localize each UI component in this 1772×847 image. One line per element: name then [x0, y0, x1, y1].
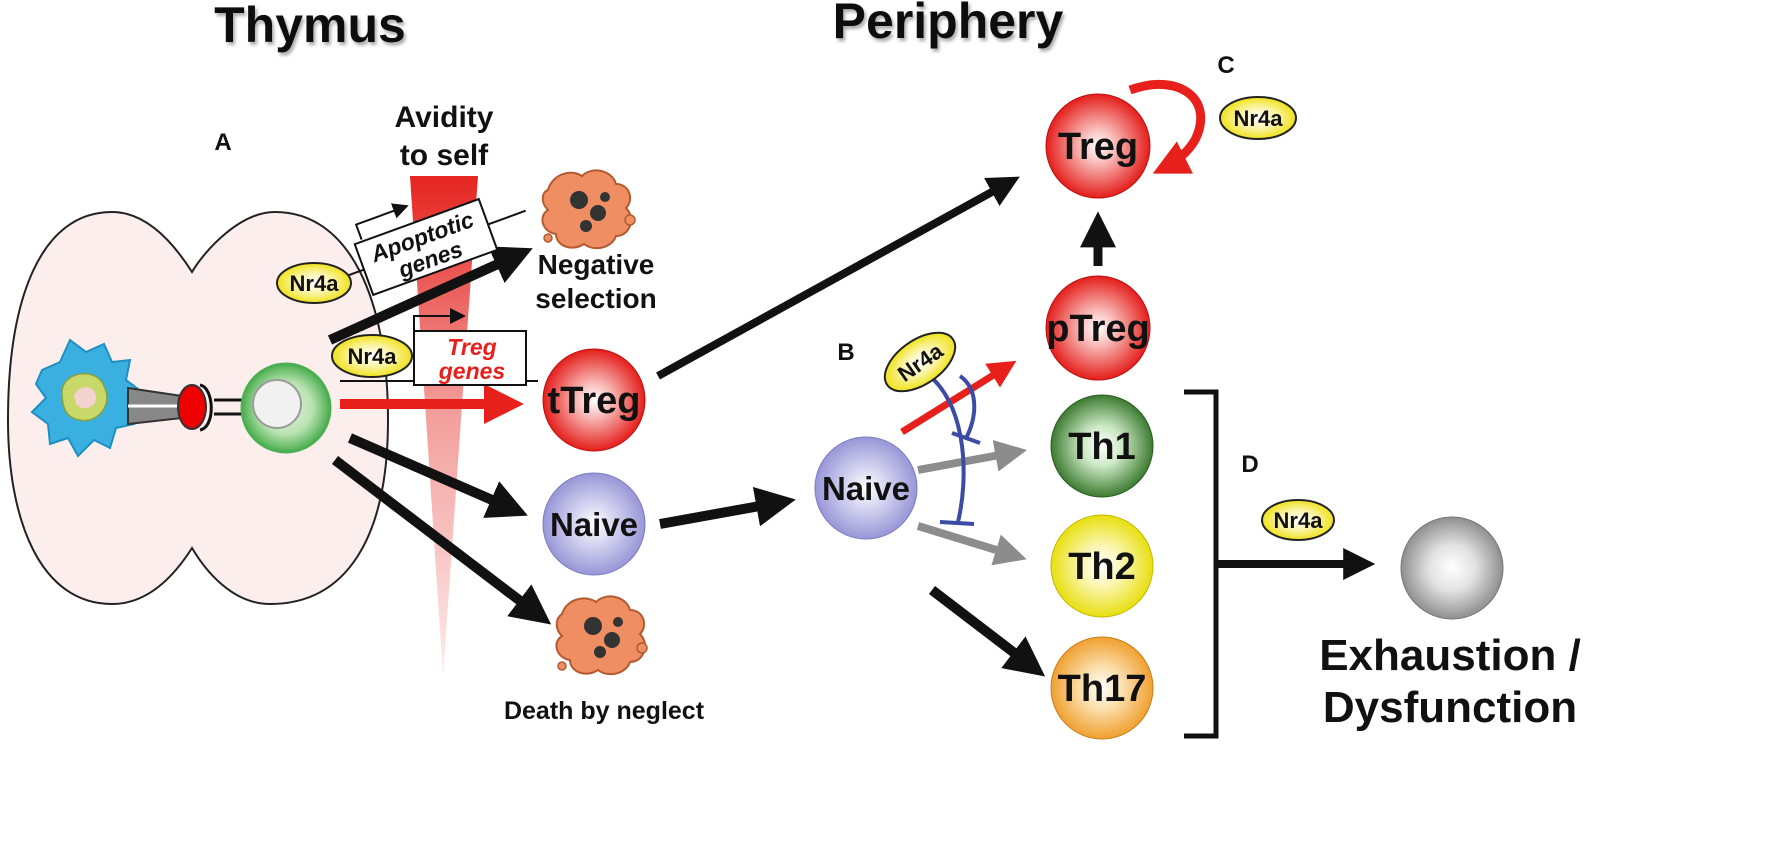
treg-genes-line1: Treg: [447, 334, 496, 360]
th2-cell: [1050, 514, 1154, 618]
arrow-to-negative-selection: [327, 246, 533, 345]
treg-self-renewal-arrow: [1128, 80, 1206, 174]
nr4a-label-treg: Nr4a: [1234, 106, 1284, 131]
nr4a-badge-naive: Nr4a: [883, 331, 957, 393]
arrow-naive-to-th1: [917, 440, 1028, 474]
arrow-naive-to-th17: [928, 586, 1046, 677]
thymus-heading: Thymus: [214, 0, 406, 53]
thymocyte-cell: [240, 362, 332, 454]
panel-letter-c: C: [1217, 52, 1234, 79]
th1-cell: [1050, 394, 1154, 498]
avidity-label-line2: to self: [400, 139, 489, 172]
periphery-heading: Periphery: [833, 0, 1064, 49]
nr4a-label-apoptotic: Nr4a: [290, 271, 340, 296]
apoptotic-cell-icon-negative: [541, 169, 636, 250]
negative-selection-line2: selection: [535, 283, 656, 314]
arrow-to-death-by-neglect: [331, 456, 552, 625]
arrow-to-naive-thymus: [348, 433, 528, 518]
exhausted-cell: [1400, 516, 1504, 620]
nr4a-badge-apoptotic: Nr4a: [276, 262, 352, 304]
death-by-neglect-label: Death by neglect: [504, 697, 705, 725]
exhaustion-line1: Exhaustion /: [1319, 631, 1581, 680]
mhc-tcr-contact: [127, 383, 242, 432]
nr4a-badge-treg-genes: Nr4a: [331, 334, 413, 378]
panel-letter-d: D: [1241, 451, 1258, 478]
nr4a-badge-exhaustion: Nr4a: [1261, 499, 1335, 541]
naive-cell-periphery: [814, 436, 918, 540]
th17-label: Th17: [1058, 668, 1147, 710]
treg-genes-box: Treg genes: [340, 308, 538, 386]
apoptotic-genes-box: Apoptotic genes: [344, 197, 526, 297]
ptreg-cell: [1045, 275, 1151, 381]
arrow-ttreg-to-treg: [656, 176, 1020, 380]
negative-selection-line1: Negative: [538, 249, 655, 280]
nr4a-inhibition-th1: [951, 374, 981, 445]
avidity-label-line1: Avidity: [395, 101, 494, 134]
ttreg-cell: [542, 348, 646, 452]
arrow-naive-to-ptreg: [900, 360, 1017, 435]
treg-label: Treg: [1058, 126, 1138, 168]
th2-label: Th2: [1068, 546, 1136, 588]
nr4a-inhibition-th2: [928, 374, 975, 526]
nr4a-label-exhaustion: Nr4a: [1274, 508, 1324, 533]
panel-letter-a: A: [214, 129, 231, 156]
th1-label: Th1: [1068, 426, 1136, 468]
th17-cell: [1050, 636, 1154, 740]
nr4a-label-treg-genes: Nr4a: [348, 344, 398, 369]
naive-thymus-label: Naive: [550, 506, 638, 543]
arrow-naive-to-th2: [916, 522, 1027, 566]
exhaustion-line2: Dysfunction: [1323, 683, 1577, 732]
arrow-naive-to-periphery: [659, 486, 796, 529]
ttreg-label: tTreg: [548, 380, 641, 422]
nr4a-badge-treg: Nr4a: [1219, 96, 1297, 140]
treg-genes-line2: genes: [438, 358, 505, 384]
naive-cell-thymus: [542, 472, 646, 576]
antigen-presenting-cell: [30, 338, 144, 458]
ptreg-label: pTreg: [1046, 308, 1149, 350]
treg-cell: [1045, 93, 1151, 199]
th-subsets-bracket: [1184, 389, 1219, 739]
panel-letter-b: B: [837, 339, 854, 366]
naive-periphery-label: Naive: [822, 470, 910, 507]
apoptotic-cell-icon-neglect: [555, 595, 648, 676]
